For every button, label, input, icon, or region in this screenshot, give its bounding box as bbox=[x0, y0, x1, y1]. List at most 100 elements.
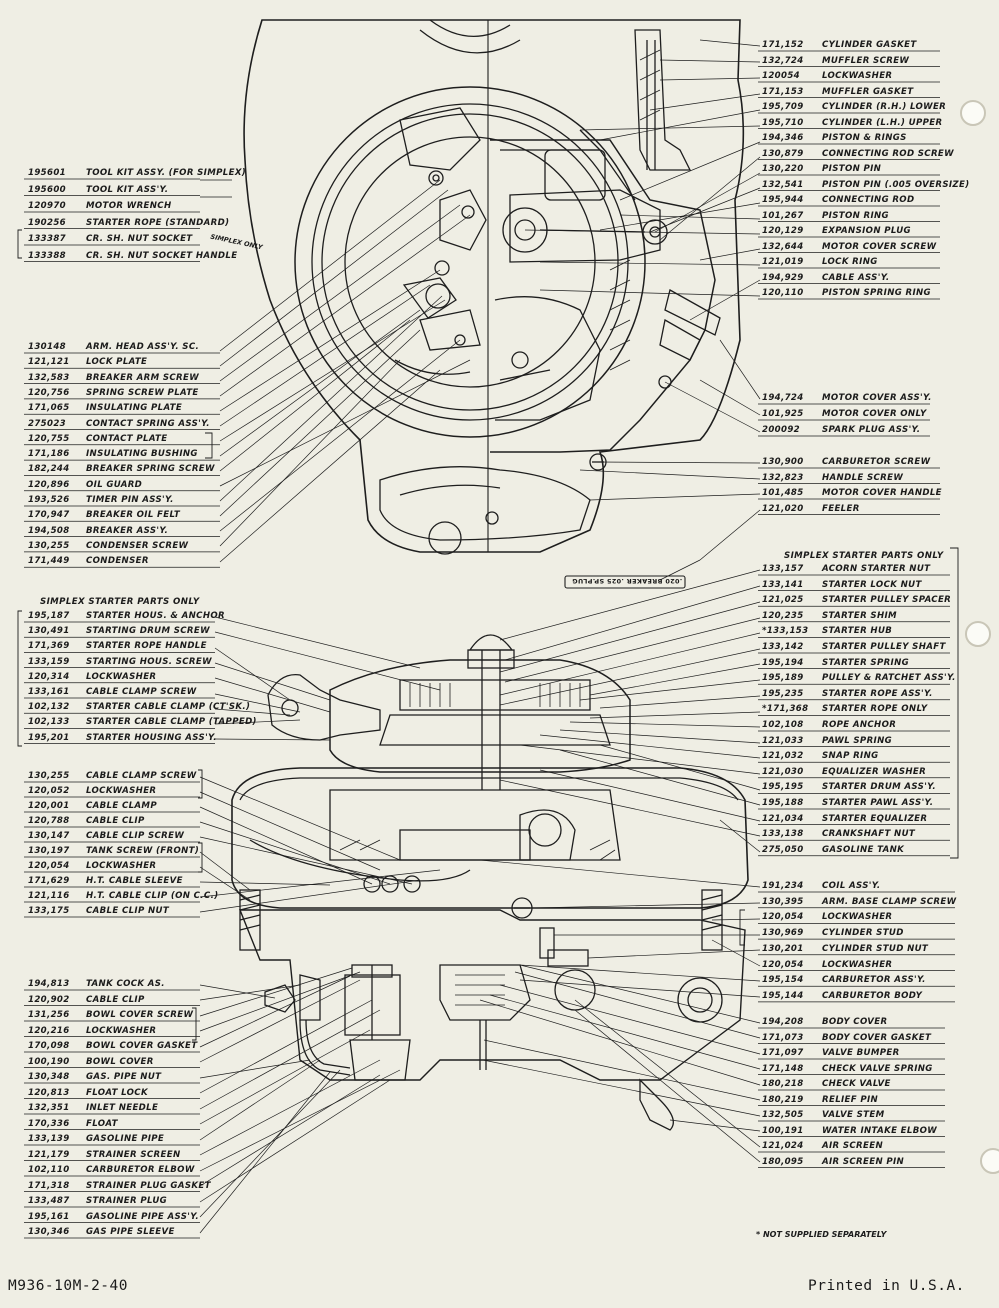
leader-lines bbox=[199, 39, 761, 1234]
part-label: 133,487Strainer Plug bbox=[28, 1196, 167, 1207]
part-name: Gasoline Pipe bbox=[86, 1134, 165, 1144]
part-name: Tank Cock As. bbox=[86, 979, 165, 989]
part-number: 130,879 bbox=[762, 148, 804, 159]
part-number: 171,097 bbox=[762, 1048, 804, 1058]
part-label: 102,132Starter Cable Clamp (Ct'sk.) bbox=[28, 702, 250, 713]
part-label: 120,755Contact Plate bbox=[28, 434, 167, 445]
part-label: 275023Contact Spring Ass'y. bbox=[28, 419, 210, 430]
part-number: 133,175 bbox=[28, 906, 70, 916]
part-number: 195,195 bbox=[762, 782, 804, 793]
part-label: 121,033Pawl Spring bbox=[762, 736, 892, 747]
part-name: Starting Drum Screw bbox=[86, 626, 210, 637]
part-label: 195,195 Starter Drum Ass'y. bbox=[762, 782, 936, 793]
part-number: 195,144 bbox=[762, 990, 804, 1001]
part-label: 130,969Cylinder Stud bbox=[762, 928, 903, 939]
part-label: 120,788Cable Clip bbox=[28, 816, 144, 827]
part-name: Cylinder (R.H.) Lower bbox=[822, 102, 947, 112]
part-number: 171,629 bbox=[28, 876, 70, 886]
part-name: Carburetor Body bbox=[822, 990, 923, 1001]
part-number: 195,710 bbox=[762, 117, 804, 128]
part-number: 130,969 bbox=[762, 928, 804, 939]
part-name: Starter Rope Handle bbox=[86, 641, 207, 652]
part-number: 102,133 bbox=[28, 717, 70, 728]
part-number: 121,025 bbox=[762, 595, 804, 606]
part-number: 130,900 bbox=[762, 457, 804, 467]
part-label: 121,121Lock Plate bbox=[28, 357, 147, 368]
part-label: 130,900 Carburetor Screw bbox=[762, 457, 930, 468]
part-name: Carburetor Screw bbox=[822, 457, 931, 467]
part-label: 171,186Insulating Bushing bbox=[28, 449, 197, 460]
part-label: 121,032Snap Ring bbox=[762, 751, 878, 762]
part-label: 171,318Strainer Plug Gasket bbox=[28, 1181, 210, 1192]
part-label: 133,139Gasoline Pipe bbox=[28, 1134, 164, 1145]
part-name: Cable Clamp Screw bbox=[86, 687, 197, 697]
part-name: Cable Clip bbox=[86, 994, 145, 1005]
part-label: 180,095Air Screen Pin bbox=[762, 1156, 904, 1168]
part-number: 120,756 bbox=[28, 387, 70, 398]
part-number: 195,188 bbox=[762, 798, 804, 808]
part-number: 195600 bbox=[28, 184, 66, 195]
part-label: 133,161Cable Clamp Screw bbox=[28, 687, 196, 698]
part-name: Starter Cable Clamp (Ct'sk.) bbox=[86, 702, 251, 713]
part-number: 130,201 bbox=[762, 943, 804, 954]
part-number: 194,929 bbox=[762, 272, 804, 283]
part-name: Starter Rope Only bbox=[822, 704, 928, 715]
part-number: 171,369 bbox=[28, 641, 70, 652]
part-name: Motor Cover Ass'y. bbox=[822, 393, 932, 403]
part-number: 101,485 bbox=[762, 488, 804, 498]
part-name: Lock Ring bbox=[822, 257, 878, 267]
part-name: Gas Pipe Sleeve bbox=[86, 1227, 175, 1237]
part-name: Starter Hous. & Anchor bbox=[86, 611, 225, 621]
part-name: Starter Drum Ass'y. bbox=[822, 782, 936, 793]
part-name: Strainer Screen bbox=[86, 1149, 181, 1160]
part-name: Lock Plate bbox=[86, 357, 148, 368]
part-name: Strainer Plug bbox=[86, 1196, 168, 1206]
part-name: Lockwasher bbox=[822, 959, 893, 970]
part-number: 194,724 bbox=[762, 393, 804, 403]
footer-printed: Printed in U.S.A. bbox=[808, 1278, 965, 1294]
part-name: Starter Shim bbox=[822, 610, 897, 621]
part-label: 195,161Gasoline Pipe Ass'y. bbox=[28, 1212, 199, 1223]
part-number: 120970 bbox=[28, 201, 66, 211]
part-label: 120,235Starter Shim bbox=[762, 611, 897, 622]
part-name: Water Intake Elbow bbox=[822, 1125, 938, 1136]
part-label: 130,879Connecting Rod Screw bbox=[762, 148, 954, 160]
part-number: 102,108 bbox=[762, 720, 804, 730]
part-label: 133,141Starter Lock Nut bbox=[762, 580, 921, 591]
part-name: Tank Screw (Front) bbox=[86, 846, 200, 856]
part-number: 132,541 bbox=[762, 179, 804, 190]
part-name: Cable Clamp bbox=[86, 801, 157, 811]
part-label: 120,896Oil Guard bbox=[28, 480, 142, 491]
part-number: 130,220 bbox=[762, 164, 804, 174]
part-number: 120,788 bbox=[28, 816, 70, 826]
part-number: 133,159 bbox=[28, 656, 70, 667]
lower-assembly-drawing bbox=[231, 634, 749, 1131]
part-label: 121,034Starter Equalizer bbox=[762, 814, 927, 825]
part-label: 130,255Condenser Screw bbox=[28, 541, 188, 552]
part-label: 120,129Expansion Plug bbox=[762, 226, 911, 237]
part-number: 120,314 bbox=[28, 671, 70, 682]
part-number: 130148 bbox=[28, 342, 66, 352]
part-number: 130,491 bbox=[28, 626, 70, 637]
part-label: 171,449Condenser bbox=[28, 556, 148, 567]
part-name: Piston Pin (.005 Oversize) bbox=[822, 179, 970, 190]
part-number: 195,189 bbox=[762, 673, 804, 684]
part-number: 195,709 bbox=[762, 102, 804, 112]
part-label: 120,054Lockwasher bbox=[762, 912, 892, 923]
part-name: Coil Ass'y. bbox=[822, 881, 881, 891]
part-number: 171,153 bbox=[762, 86, 804, 97]
part-label: 120,902Cable Clip bbox=[28, 995, 144, 1006]
part-number: 132,724 bbox=[762, 55, 804, 66]
part-label: 195,194Starter Spring bbox=[762, 658, 909, 669]
part-label: 130,348Gas. Pipe Nut bbox=[28, 1072, 161, 1083]
part-name: Insulating Bushing bbox=[86, 449, 198, 460]
part-number: 121,020 bbox=[762, 503, 804, 514]
part-number: 120,054 bbox=[762, 912, 804, 923]
footer-form-number: M936-10M-2-40 bbox=[8, 1278, 128, 1294]
part-number: 133387 bbox=[28, 234, 66, 244]
part-name: Motor Cover Only bbox=[822, 409, 927, 419]
part-name: Motor Cover Handle bbox=[822, 488, 942, 498]
part-number: 180,095 bbox=[762, 1156, 804, 1167]
part-name: Starter Hub bbox=[822, 626, 893, 637]
part-label: 132,724Muffler Screw bbox=[762, 55, 909, 67]
